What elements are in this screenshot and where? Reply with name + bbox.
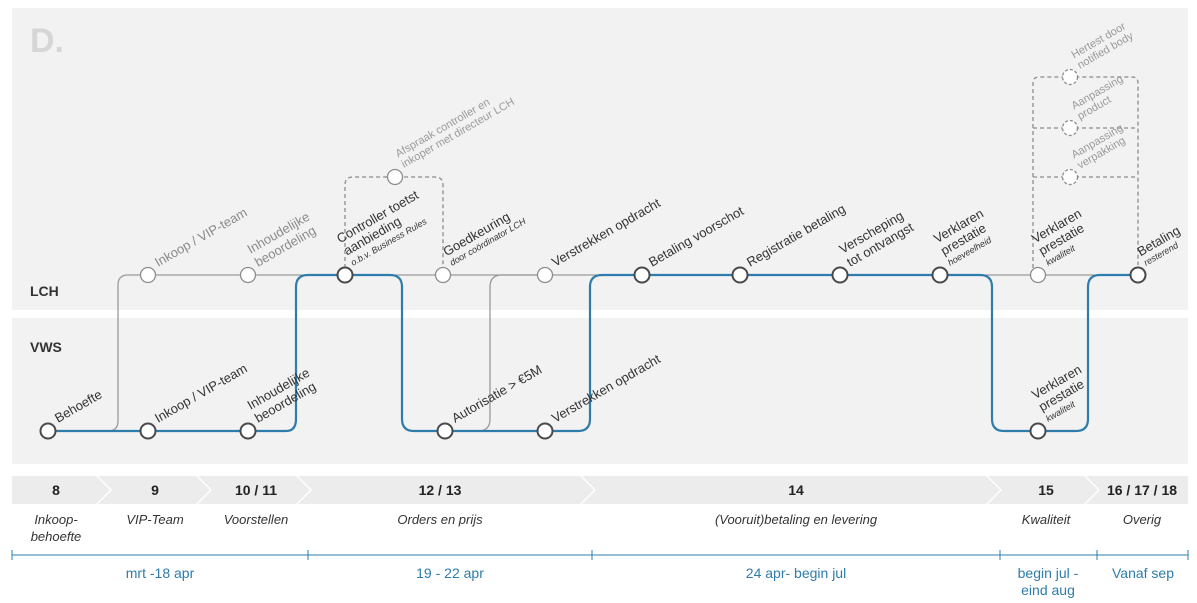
node-aanpassing-product <box>1061 119 1079 137</box>
node-vws-verklaren-kwaliteit <box>1029 422 1047 440</box>
node-lch-inkoop <box>139 266 157 284</box>
period-jul-aug-line2: eind aug <box>1021 582 1075 598</box>
lane-label-vws: VWS <box>30 339 62 355</box>
period-mrt-apr: mrt -18 apr <box>126 565 195 581</box>
node-hertest <box>1061 68 1079 86</box>
node-afspraak <box>386 168 404 186</box>
period-jul-aug: begin jul - <box>1018 565 1079 581</box>
node-registratie <box>731 266 749 284</box>
step-chevrons <box>12 476 1188 504</box>
node-vws-behoefte <box>39 422 57 440</box>
period-19-22-apr: 19 - 22 apr <box>416 565 484 581</box>
chevron-step-16-17-18 <box>1086 476 1188 504</box>
node-vws-verstrekken <box>536 422 554 440</box>
step-number-9: 9 <box>151 482 159 498</box>
timeline-axis <box>11 550 1189 560</box>
lch-lane-background <box>12 8 1188 310</box>
logo: D. <box>30 22 64 60</box>
chevron-step-14 <box>582 476 1000 504</box>
step-number-14: 14 <box>788 482 804 498</box>
step-name-14: (Vooruit)betaling en levering <box>715 512 878 527</box>
step-name-12-13: Orders en prijs <box>397 512 483 527</box>
node-controller <box>336 266 354 284</box>
step-name-8: Inkoop- <box>34 512 78 527</box>
step-name-10-11: Voorstellen <box>224 512 289 527</box>
step-number-10-11: 10 / 11 <box>235 482 277 498</box>
node-lch-inhoudelijk <box>239 266 257 284</box>
node-aanpassing-verpakking <box>1061 168 1079 186</box>
node-autorisatie <box>436 422 454 440</box>
chevron-step-9 <box>98 476 210 504</box>
chevron-step-15 <box>988 476 1098 504</box>
step-number-15: 15 <box>1038 482 1054 498</box>
node-verscheping <box>831 266 849 284</box>
node-betaling-resterend <box>1129 266 1147 284</box>
main-flow-line <box>48 273 1138 433</box>
node-betaling-voorschot <box>633 266 651 284</box>
step-name-16-17-18: Overig <box>1123 512 1162 527</box>
node-vws-inhoudelijk <box>239 422 257 440</box>
node-lch-verstrekken <box>536 266 554 284</box>
node-vws-inkoop <box>139 422 157 440</box>
lane-label-lch: LCH <box>30 283 59 299</box>
node-verklaren-hoeveelheid <box>931 266 949 284</box>
node-goedkeuring <box>434 266 452 284</box>
step-name-9: VIP-Team <box>126 512 183 527</box>
step-number-8: 8 <box>52 482 60 498</box>
chevron-step-12-13 <box>298 476 594 504</box>
node-lch-verklaren-kwaliteit <box>1029 266 1047 284</box>
period-vanaf-sep: Vanaf sep <box>1112 565 1174 581</box>
step-number-12-13: 12 / 13 <box>419 482 462 498</box>
step-number-16-17-18: 16 / 17 / 18 <box>1107 482 1177 498</box>
step-name-8-line2: behoefte <box>31 529 82 544</box>
chevron-step-10-11 <box>198 476 310 504</box>
period-apr-jul: 24 apr- begin jul <box>746 565 846 581</box>
step-name-15: Kwaliteit <box>1022 512 1072 527</box>
quality-dashed-branches <box>1032 76 1139 275</box>
chevron-step-8 <box>12 476 110 504</box>
